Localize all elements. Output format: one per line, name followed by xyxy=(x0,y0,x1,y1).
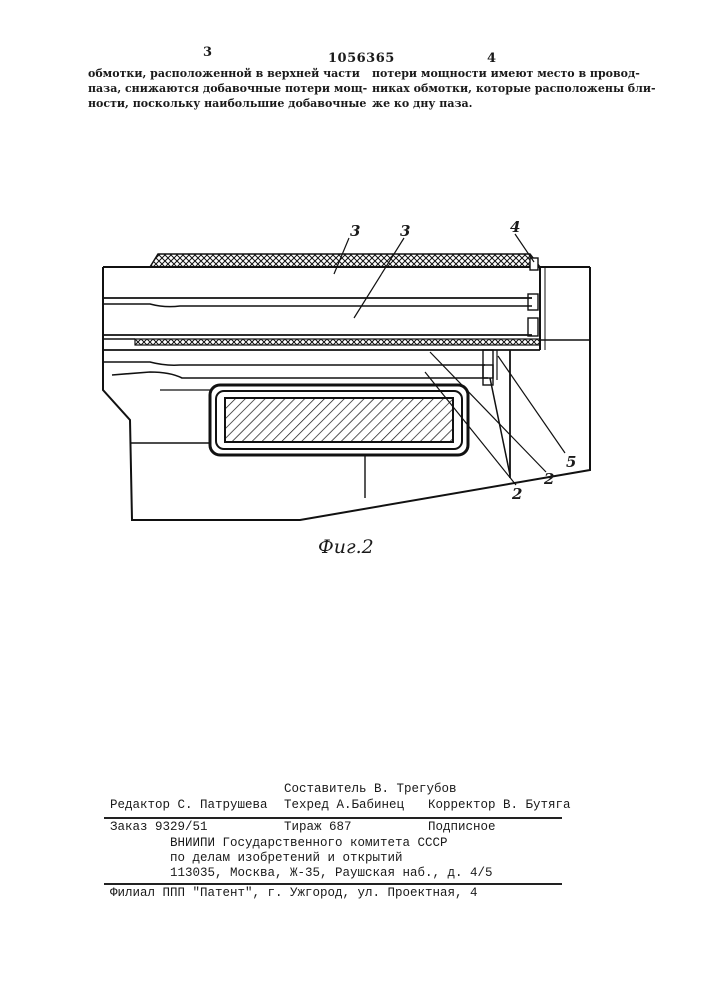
label-5: 5 xyxy=(566,453,576,471)
imprint-circulation: Тираж 687 xyxy=(284,820,352,834)
imprint-branch: Филиал ППП "Патент", г. Ужгород, ул. Про… xyxy=(110,886,478,900)
imprint-corrector: Корректор В. Бутяга xyxy=(428,798,571,812)
imprint-org2: по делам изобретений и открытий xyxy=(170,851,403,865)
label-3a: 3 xyxy=(350,222,360,240)
divider xyxy=(104,817,562,819)
figure-caption: Фиг.2 xyxy=(318,536,374,558)
label-3b: 3 xyxy=(400,222,410,240)
conductor-2 xyxy=(103,362,485,365)
imprint-techred: Техред А.Бабинец xyxy=(284,798,404,812)
upper-conductor-3 xyxy=(103,304,532,307)
outer-contour xyxy=(103,267,590,520)
label-2b: 2 xyxy=(512,485,522,503)
coil-conductor-hatched xyxy=(225,398,453,442)
imprint-subscription: Подписное xyxy=(428,820,496,834)
middle-insulation-strip xyxy=(135,339,540,345)
imprint-org1: ВНИИПИ Государственного комитета СССР xyxy=(170,836,448,850)
imprint-address: 113035, Москва, Ж-35, Раушская наб., д. … xyxy=(170,866,493,880)
label-4: 4 xyxy=(510,218,520,236)
wedge-4 xyxy=(530,258,538,270)
imprint-editor: Редактор С. Патрушева xyxy=(110,798,268,812)
imprint-composer: Составитель В. Трегубов xyxy=(284,782,457,796)
label-2a: 2 xyxy=(544,470,554,488)
top-insulation-band xyxy=(150,254,540,267)
technical-drawing xyxy=(0,0,707,600)
divider xyxy=(104,883,562,885)
imprint-order: Заказ 9329/51 xyxy=(110,820,208,834)
